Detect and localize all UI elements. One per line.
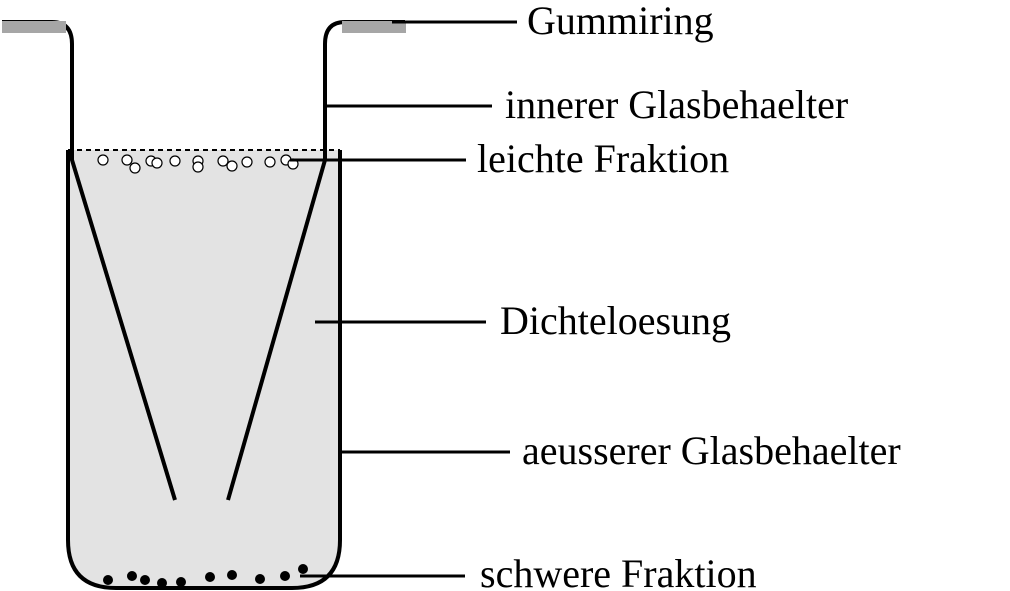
outer-glass-container [66, 150, 342, 590]
light-particle [97, 154, 109, 166]
label-dichteloesung: Dichteloesung [500, 298, 731, 343]
light-particle [226, 160, 238, 172]
light-fraction-particles [97, 154, 299, 174]
light-particle [169, 155, 181, 167]
heavy-particle [103, 575, 113, 585]
heavy-particle [140, 575, 150, 585]
label-aeusserer-glasbehaelter: aeusserer Glasbehaelter [522, 428, 901, 473]
label-gummiring: Gummiring [527, 0, 714, 43]
rubber-ring-right [342, 21, 406, 33]
heavy-fraction-particles [103, 564, 308, 588]
heavy-particle [176, 577, 186, 587]
heavy-particle [227, 570, 237, 580]
light-particle [264, 156, 276, 168]
light-particle [121, 154, 133, 166]
rubber-ring-left [2, 21, 66, 33]
heavy-particle [280, 571, 290, 581]
light-particle [151, 157, 163, 169]
density-solution-fill [68, 150, 340, 588]
heavy-particle [127, 571, 137, 581]
heavy-particle [255, 574, 265, 584]
label-schwere-fraktion: schwere Fraktion [480, 551, 757, 591]
label-leichte-fraktion: leichte Fraktion [477, 136, 729, 181]
light-particle [129, 162, 141, 174]
light-particle [217, 155, 229, 167]
label-innerer-glasbehaelter: innerer Glasbehaelter [505, 82, 848, 127]
heavy-particle [205, 572, 215, 582]
heavy-particle [298, 564, 308, 574]
heavy-particle [157, 578, 167, 588]
light-particle [241, 156, 253, 168]
light-particle [192, 161, 204, 173]
